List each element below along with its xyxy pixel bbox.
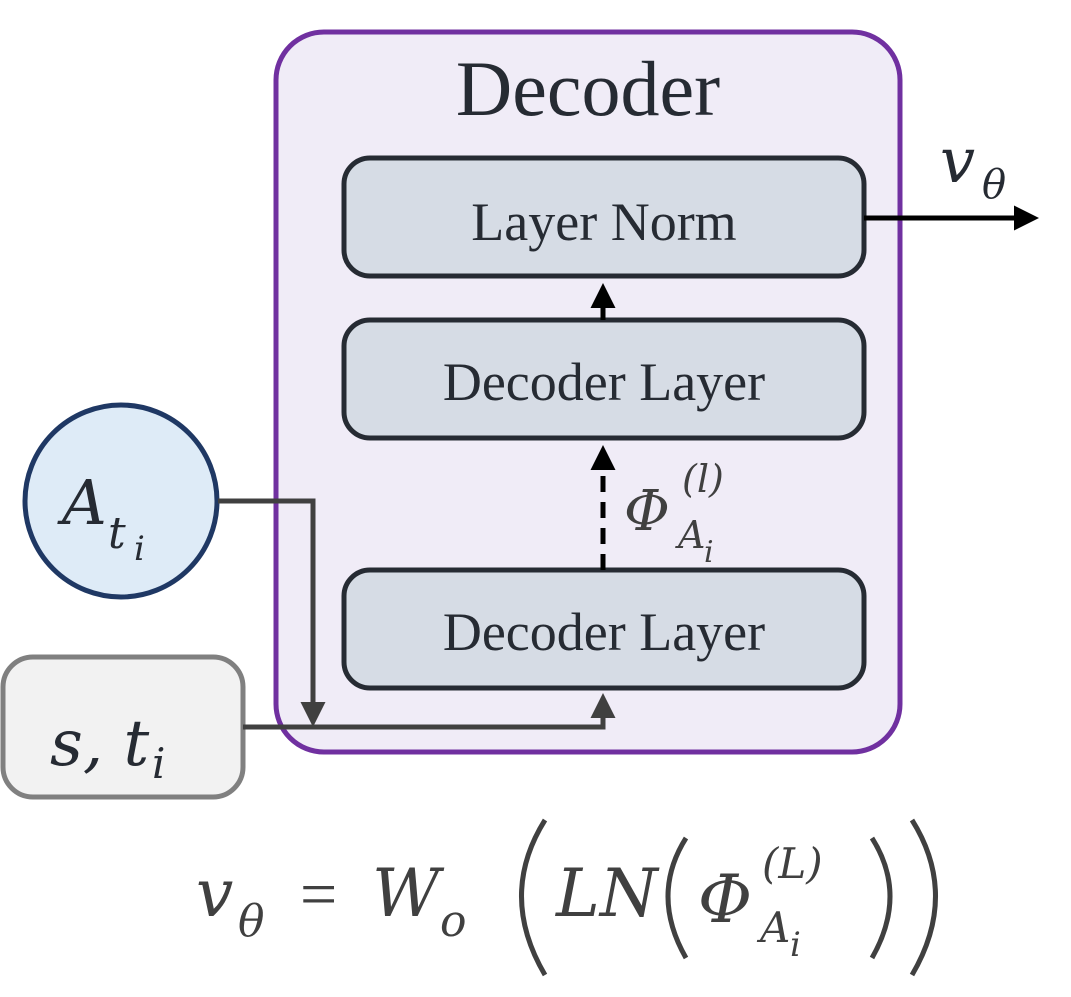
input-s-t-subscript: i [152, 739, 165, 788]
eq-right-paren-inner [869, 836, 893, 960]
output-equation: v θ = W o LN Φ (L) A i [196, 818, 938, 977]
phi-l-subsubscript: i [704, 535, 714, 570]
input-a-circle [22, 402, 220, 600]
phi-l-symbol: Φ [624, 479, 670, 544]
eq-w-symbol: W [372, 855, 445, 932]
output-v-symbol: v [940, 124, 975, 197]
eq-phi-symbol: Φ [698, 861, 752, 938]
eq-equals: = [300, 858, 337, 931]
eq-phi-subsubscript: i [790, 925, 801, 965]
phi-l-superscript: (l) [682, 457, 724, 501]
decoder-layer-bottom-label: Decoder Layer [443, 602, 765, 662]
decoder-title: Decoder [456, 45, 720, 132]
eq-phi-subscript: A [756, 903, 790, 952]
eq-w-subscript: o [440, 896, 467, 947]
eq-left-paren-inner [665, 836, 689, 960]
input-a-subscript: t [108, 508, 126, 559]
input-a-symbol: A [57, 466, 107, 539]
eq-left-paren-outer [519, 818, 548, 977]
input-s-t-label: s, t i [50, 707, 165, 788]
eq-right-paren-outer [909, 818, 938, 977]
decoder-layer-top-label: Decoder Layer [443, 352, 765, 412]
connector-a-to-merge [218, 498, 326, 727]
input-a-label: A t i [57, 466, 145, 569]
eq-lhs-symbol: v [196, 855, 233, 932]
input-a-subsubscript: i [134, 529, 145, 569]
phi-l-subscript: A [675, 513, 705, 557]
input-s-t-text: s, t [50, 707, 150, 781]
eq-ln-text: LN [555, 855, 660, 932]
phi-l-label: Φ (l) A i [624, 457, 724, 570]
output-theta-subscript: θ [982, 162, 1006, 208]
eq-lhs-subscript: θ [238, 896, 265, 947]
layer-norm-label: Layer Norm [471, 192, 736, 252]
output-v-theta-label: v θ [940, 124, 1006, 208]
connector-st-to-layer [243, 693, 616, 730]
eq-phi-superscript: (L) [762, 839, 823, 888]
